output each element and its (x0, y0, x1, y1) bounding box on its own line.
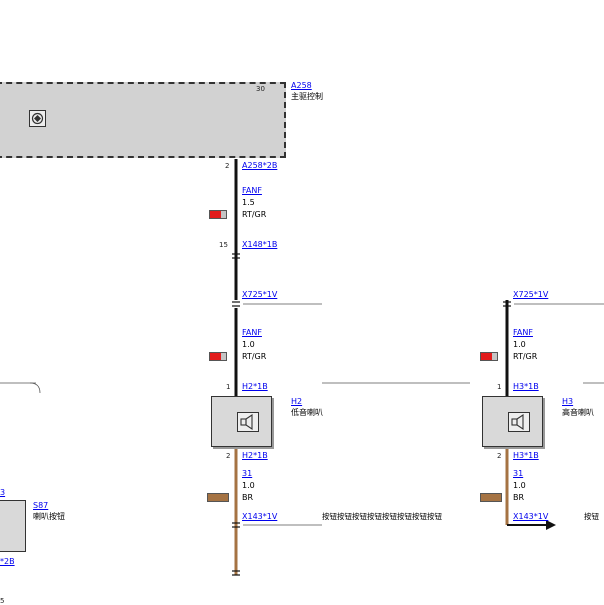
wire5-color-swatch (480, 493, 502, 502)
connector-h3-1b-bottom[interactable]: H3*1B (513, 451, 539, 460)
a258-code-link[interactable]: A258 (291, 81, 312, 90)
wire1-signal[interactable]: FANF (242, 186, 262, 195)
horn-speaker-icon (508, 412, 530, 432)
wire3-signal[interactable]: FANF (513, 328, 533, 337)
wire1-color-swatch (209, 210, 227, 219)
pin-a258: 2 (225, 162, 230, 170)
wire5-signal[interactable]: 31 (513, 469, 524, 478)
a258-name: 主驱控制 (291, 92, 323, 101)
h2-code-link[interactable]: H2 (291, 397, 303, 406)
wire2-size: 1.0 (242, 340, 255, 349)
connector-a258-2b[interactable]: A258*2B (242, 161, 278, 170)
wire1-color: RT/GR (242, 210, 267, 219)
wire2-color-swatch (209, 352, 227, 361)
wire4-color-swatch (207, 493, 229, 502)
wire4-size: 1.0 (242, 481, 255, 490)
connector-x143-1v-left[interactable]: X143*1V (242, 512, 278, 521)
horn-speaker-icon (237, 412, 259, 432)
connector-x143-1v-right[interactable]: X143*1V (513, 512, 549, 521)
connector-x725-1v-right[interactable]: X725*1V (513, 290, 549, 299)
connector-left-bottom-partial[interactable]: *2B (0, 557, 15, 566)
wire2-color: RT/GR (242, 352, 267, 361)
a258-control-unit-box (0, 82, 286, 158)
wire3-color: RT/GR (513, 352, 538, 361)
pin-left-edge: 5 (0, 597, 5, 605)
s87-name: 喇叭按钮 (33, 512, 65, 521)
wire2-signal[interactable]: FANF (242, 328, 262, 337)
connector-left-top-partial[interactable]: 3 (0, 488, 6, 497)
connector-h3-1b-top[interactable]: H3*1B (513, 382, 539, 391)
connector-break-marks (232, 253, 511, 576)
control-unit-icon (29, 110, 46, 127)
wire3-size: 1.0 (513, 340, 526, 349)
pin-h3-bottom: 2 (497, 452, 502, 460)
h3-code-link[interactable]: H3 (562, 397, 574, 406)
connector-x148-1b[interactable]: X148*1B (242, 240, 278, 249)
wire3-color-swatch (480, 352, 498, 361)
wire4-color: BR (242, 493, 254, 502)
wire5-color: BR (513, 493, 525, 502)
connector-h2-1b-bottom[interactable]: H2*1B (242, 451, 268, 460)
relay-pin-30: 30 (256, 85, 265, 93)
left-bracket (29, 382, 41, 394)
h3-name: 高音喇叭 (562, 408, 594, 417)
pin-h2-top: 1 (226, 383, 231, 391)
pin-x148: 15 (219, 241, 228, 249)
pin-h3-top: 1 (497, 383, 502, 391)
wire1-size: 1.5 (242, 198, 255, 207)
connector-x725-1v-left[interactable]: X725*1V (242, 290, 278, 299)
separator-lines (0, 303, 604, 526)
wire4-signal[interactable]: 31 (242, 469, 253, 478)
connector-h2-1b-top[interactable]: H2*1B (242, 382, 268, 391)
pin-h2-bottom: 2 (226, 452, 231, 460)
s87-code-link[interactable]: S87 (33, 501, 49, 510)
h2-name: 低音喇叭 (291, 408, 323, 417)
note-mid-repeat: 按钮按钮按钮按钮按钮按钮按钮按钮 (322, 512, 442, 521)
wire5-size: 1.0 (513, 481, 526, 490)
s87-button-box (0, 500, 26, 552)
note-right-edge: 按钮 (584, 512, 599, 521)
ground-arrow-icon (546, 520, 556, 530)
